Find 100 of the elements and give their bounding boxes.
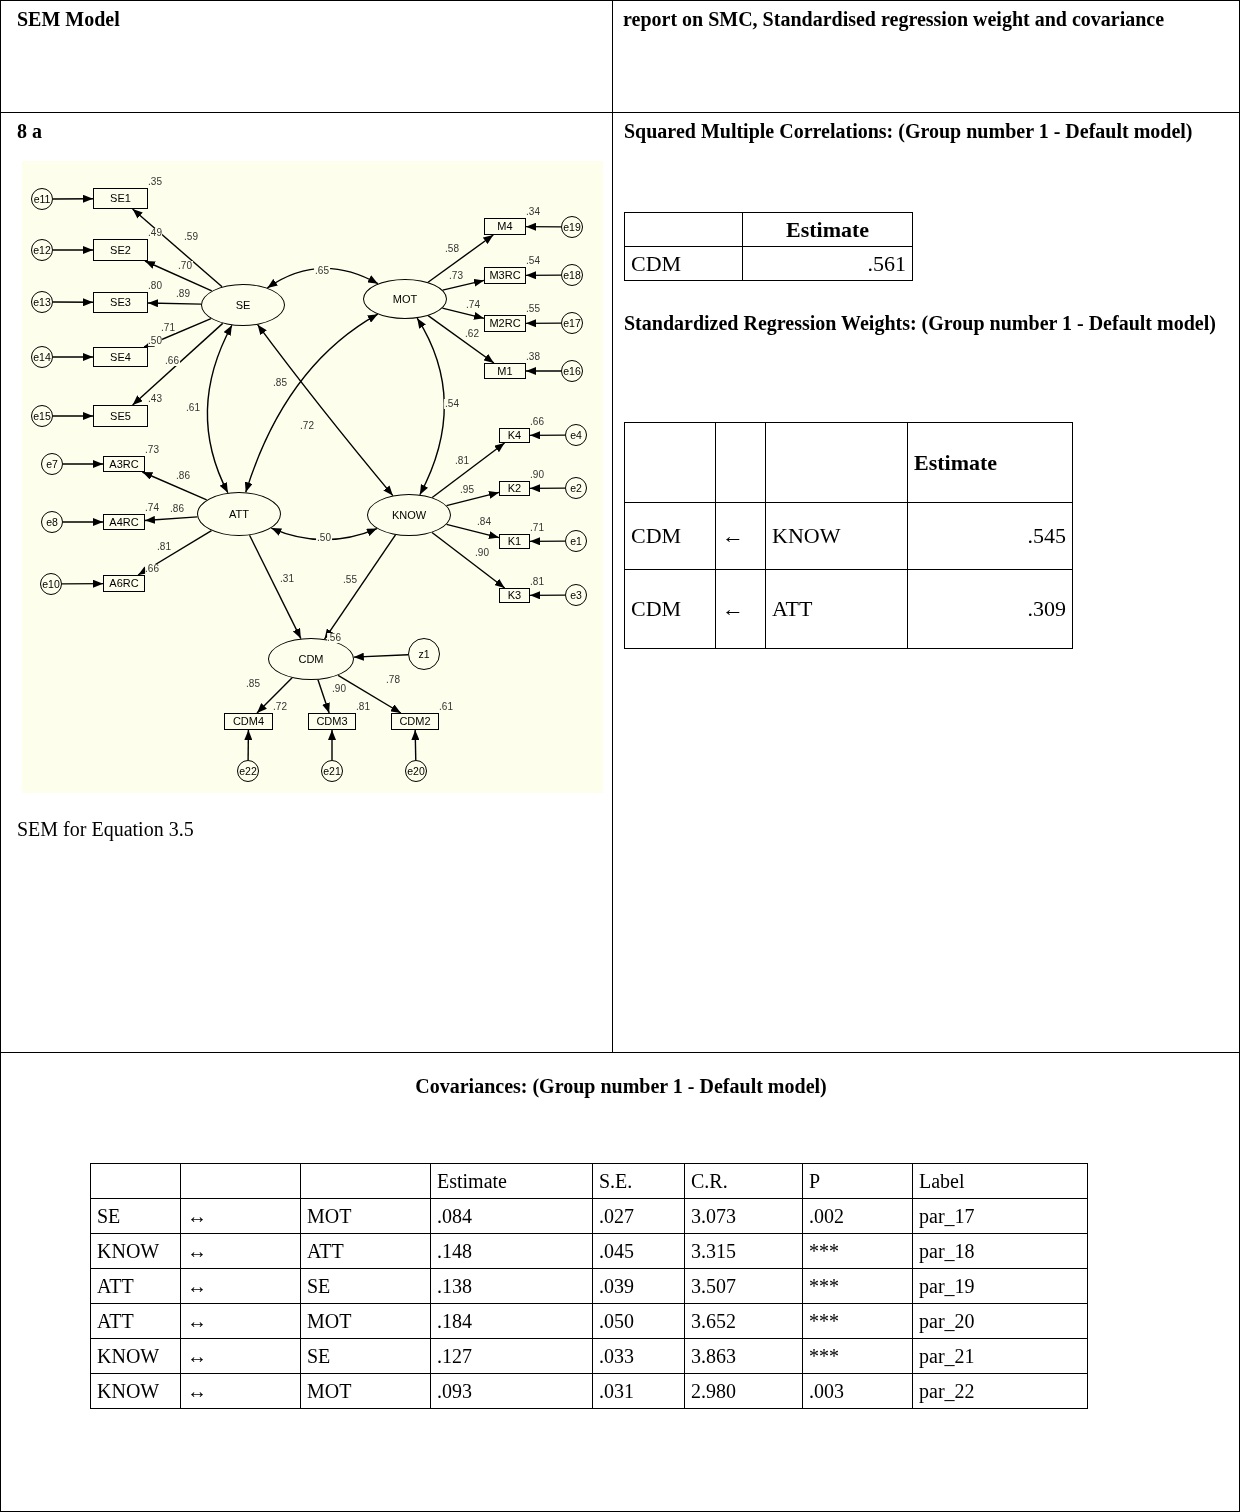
r-squared-value: .55	[526, 304, 540, 314]
r-squared-value: .38	[526, 352, 540, 362]
path-arrow	[137, 529, 213, 576]
edge-label: .89	[175, 289, 191, 299]
table-cell: 3.652	[684, 1303, 803, 1339]
path-arrow	[52, 412, 94, 420]
edge-label: .85	[272, 378, 288, 388]
path-arrow	[317, 679, 330, 714]
edge-label: .74	[465, 300, 481, 310]
r-squared-value: .71	[530, 523, 544, 533]
table-cell: KNOW	[90, 1373, 181, 1409]
covariance-arrow	[416, 317, 445, 496]
path-arrow	[431, 531, 506, 589]
edge-label: .58	[444, 244, 460, 254]
r-squared-value: .73	[145, 445, 159, 455]
edge-label: .61	[185, 403, 201, 413]
table-cell: par_19	[912, 1268, 1088, 1304]
path-arrow	[353, 652, 409, 661]
r-squared-value: .50	[148, 336, 162, 346]
edge-label: .90	[331, 684, 347, 694]
edge-label: .90	[474, 548, 490, 558]
path-arrow	[337, 674, 402, 714]
table-cell: ↔	[180, 1338, 301, 1374]
table-cell: .138	[430, 1268, 593, 1304]
path-arrow	[431, 442, 506, 499]
section-heading: SEM Model	[17, 7, 121, 32]
path-arrow	[248, 534, 302, 640]
path-arrow	[441, 307, 485, 320]
observed-variable-box: K1	[499, 534, 530, 549]
observed-variable-box: M1	[484, 363, 526, 379]
table-cell: Estimate	[907, 422, 1073, 503]
latent-variable-ellipse: SE	[201, 284, 285, 326]
table-cell: .003	[802, 1373, 913, 1409]
path-arrow	[144, 260, 213, 292]
table-cell: ***	[802, 1233, 913, 1269]
table-cell: .148	[430, 1233, 593, 1269]
figure-label: 8 a	[16, 119, 43, 144]
table-cell: Label	[912, 1163, 1088, 1199]
r-squared-value: .66	[145, 564, 159, 574]
edge-label: .50	[316, 533, 332, 543]
observed-variable-box: SE3	[93, 292, 148, 313]
r-squared-value: .74	[145, 503, 159, 513]
path-arrow	[131, 322, 224, 406]
table-cell: P	[802, 1163, 913, 1199]
table-cell: S.E.	[592, 1163, 685, 1199]
path-arrow	[427, 234, 494, 283]
edge-label: .72	[299, 421, 315, 431]
path-arrow	[62, 460, 104, 468]
table-cell: .031	[592, 1373, 685, 1409]
edge-label: .62	[464, 329, 480, 339]
observed-variable-box: A6RC	[103, 575, 145, 592]
section-heading: report on SMC, Standardised regression weight and covariance	[623, 7, 1166, 33]
r-squared-value: .49	[148, 228, 162, 238]
table-cell: .561	[742, 246, 913, 281]
observed-variable-box: K4	[499, 428, 530, 443]
table-cell: ←	[715, 569, 766, 649]
table-cell: par_20	[912, 1303, 1088, 1339]
covariance-arrow	[270, 527, 378, 541]
table-cell: par_22	[912, 1373, 1088, 1409]
table-cell: .050	[592, 1303, 685, 1339]
table-cell: .033	[592, 1338, 685, 1374]
edge-label: .71	[160, 323, 176, 333]
table-cell: .093	[430, 1373, 593, 1409]
observed-variable-box: SE2	[93, 239, 148, 261]
edge-label: .54	[444, 399, 460, 409]
path-arrow	[525, 367, 562, 375]
table-cell: ATT	[765, 569, 908, 649]
r-squared-value: .34	[526, 207, 540, 217]
table-cell: 3.507	[684, 1268, 803, 1304]
table-cell: SE	[90, 1198, 181, 1234]
edge-label: .65	[314, 266, 330, 276]
table-cell: 3.863	[684, 1338, 803, 1374]
table-cell: ***	[802, 1338, 913, 1374]
table-cell: .039	[592, 1268, 685, 1304]
table-cell: par_18	[912, 1233, 1088, 1269]
path-arrow	[427, 315, 495, 364]
table-cell: Estimate	[430, 1163, 593, 1199]
observed-variable-box: CDM3	[308, 713, 356, 730]
table-cell: .127	[430, 1338, 593, 1374]
path-arrow	[61, 579, 104, 588]
table-cell: .045	[592, 1233, 685, 1269]
edge-label: .84	[476, 517, 492, 527]
table-cell: KNOW	[90, 1338, 181, 1374]
table-cell: .084	[430, 1198, 593, 1234]
section-heading: Covariances: (Group number 1 - Default model)	[415, 1074, 827, 1100]
table-cell: ↔	[180, 1198, 301, 1234]
r-squared-value: .81	[356, 702, 370, 712]
table-cell: ↔	[180, 1233, 301, 1269]
edge-label: .86	[169, 504, 185, 514]
path-arrow	[525, 222, 562, 231]
r-squared-value: .66	[530, 417, 544, 427]
path-arrow	[529, 484, 566, 493]
path-arrow	[525, 271, 562, 280]
covariance-arrow	[245, 313, 379, 493]
path-arrow	[52, 298, 94, 307]
path-arrow	[529, 591, 566, 600]
r-squared-value: .80	[148, 281, 162, 291]
table-cell: KNOW	[90, 1233, 181, 1269]
edge-label: .81	[156, 542, 172, 552]
latent-variable-ellipse: KNOW	[367, 494, 451, 536]
